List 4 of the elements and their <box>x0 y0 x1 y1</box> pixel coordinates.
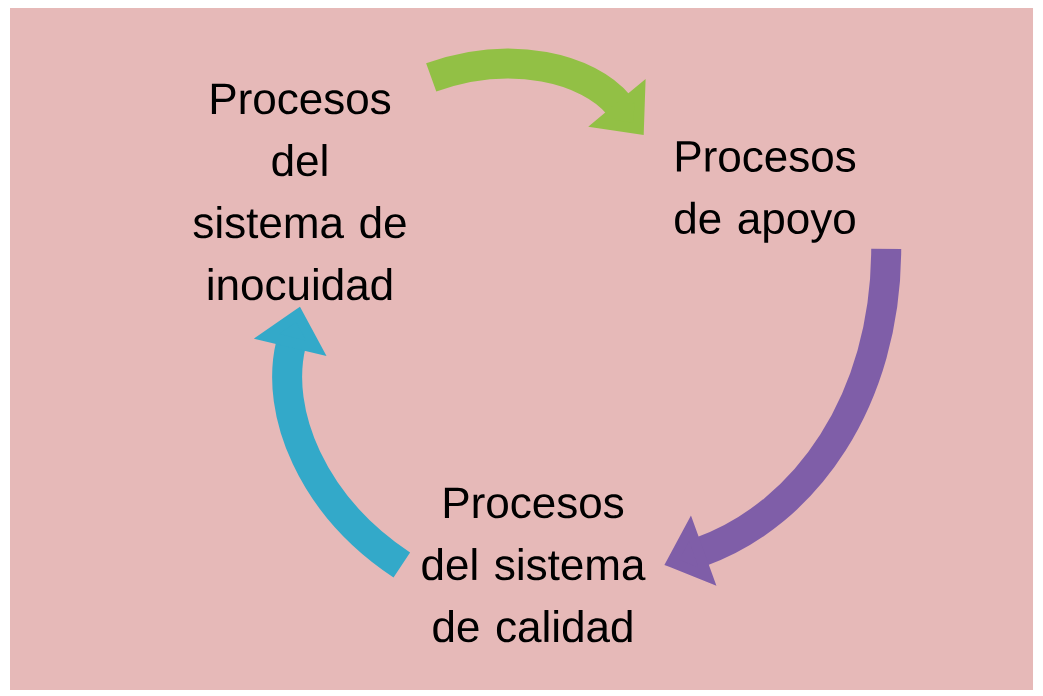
process-label: Procesos del sistema de calidad <box>422 487 646 643</box>
curved-arrow <box>426 48 646 135</box>
process-label: Procesos del sistema de inocuidad <box>193 83 406 301</box>
process-label: Procesos de apoyo <box>675 141 856 243</box>
